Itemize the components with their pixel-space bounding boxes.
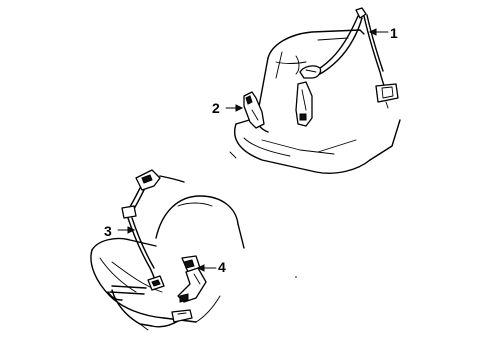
callout-2-label: 2 [212, 100, 220, 116]
callout-1: 1 [368, 25, 398, 41]
center-buckle-stalk [295, 81, 313, 127]
rear-anchor-plate [171, 309, 193, 323]
part-4-rear-buckle [177, 255, 207, 303]
part-2-buckle [243, 91, 265, 129]
part-1-shoulder-belt [299, 7, 399, 109]
callout-2: 2 [212, 100, 244, 116]
callout-3: 3 [104, 223, 136, 239]
callout-3-label: 3 [104, 223, 112, 239]
part-3-rear-belt [109, 169, 165, 295]
callout-1-label: 1 [390, 25, 398, 41]
callout-4-label: 4 [218, 259, 226, 275]
callout-4: 4 [196, 259, 226, 275]
rear-seat-outline [90, 175, 245, 331]
stray-dot [295, 276, 297, 278]
